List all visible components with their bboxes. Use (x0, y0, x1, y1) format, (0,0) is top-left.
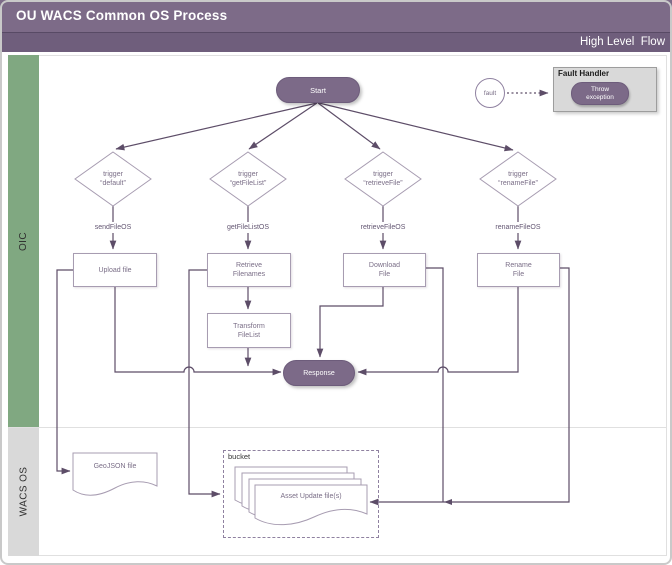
asset-update-label: Asset Update file(s) (280, 493, 342, 500)
edge-download-asset (426, 267, 444, 502)
edge-start-getfilelist (248, 102, 318, 150)
trigger-retrievefile-label: trigger “retrieveFile” (363, 171, 403, 187)
throw-line2: exception (586, 93, 614, 101)
response-node: Response (283, 360, 355, 386)
throw-line1: Throw (590, 85, 610, 93)
edge-download-response (316, 287, 384, 358)
edge-start-renamefile (318, 102, 514, 152)
edge-label-sendfileos: sendFileOS (68, 222, 158, 233)
geojson-file-label: GeoJSON file (93, 463, 137, 470)
start-node: Start (276, 77, 360, 103)
edge-upload-geojson (56, 269, 73, 475)
process-rename-file: Rename File (477, 253, 560, 287)
header-bar: OU WACS Common OS Process (0, 0, 672, 32)
diamond-trigger-retrievefile (344, 151, 422, 207)
subheader-bar: High Level Flow (0, 32, 672, 52)
edge-label-retrievefileos: retrieveFileOS (338, 222, 428, 233)
diamond-trigger-renamefile (479, 151, 557, 207)
process-retrieve-filenames: Retrieve Filenames (207, 253, 291, 287)
arrowhead-download-asset (444, 499, 452, 505)
trigger-getfilelist-label: trigger “getFileList” (229, 171, 267, 187)
response-label: Response (303, 369, 335, 377)
edge-start-retrievefile (317, 102, 381, 150)
fault-handler-title: Fault Handler (558, 69, 610, 78)
lane-wacs-bar: WACS OS (8, 427, 39, 556)
bucket-container: bucket (223, 450, 379, 538)
edge-upload-response (114, 287, 282, 376)
subtitle: High Level Flow (579, 36, 665, 48)
edge-rename-response (357, 287, 519, 376)
process-transform-filelist: Transform FileList (207, 313, 291, 348)
bucket-label: bucket (228, 452, 251, 461)
trigger-renamefile-label: trigger “renameFile” (498, 171, 538, 187)
fault-handler-panel: Fault Handler Throw exception (553, 67, 657, 112)
asset-doc-front (254, 484, 368, 526)
diamond-trigger-default (74, 151, 152, 207)
fault-label: fault (483, 89, 497, 97)
start-label: Start (310, 85, 326, 95)
fault-node: fault (475, 78, 505, 108)
page-title: OU WACS Common OS Process (16, 8, 228, 23)
edge-rename-asset (369, 267, 570, 506)
edge-start-default (115, 102, 318, 151)
throw-exception-node: Throw exception (571, 82, 629, 105)
edge-label-renamefileos: renameFileOS (473, 222, 563, 233)
lane-oic-bar: OIC (8, 55, 39, 427)
process-download-file: Download File (343, 253, 426, 287)
diamond-trigger-getfilelist (209, 151, 287, 207)
geojson-document-shape (72, 452, 158, 496)
process-upload-file: Upload file (73, 253, 157, 287)
edge-retrieve-bucket (188, 269, 221, 498)
edge-label-getfilelistos: getFileListOS (203, 222, 293, 233)
trigger-default-label: trigger “default” (100, 171, 126, 187)
lane-divider (9, 427, 666, 428)
